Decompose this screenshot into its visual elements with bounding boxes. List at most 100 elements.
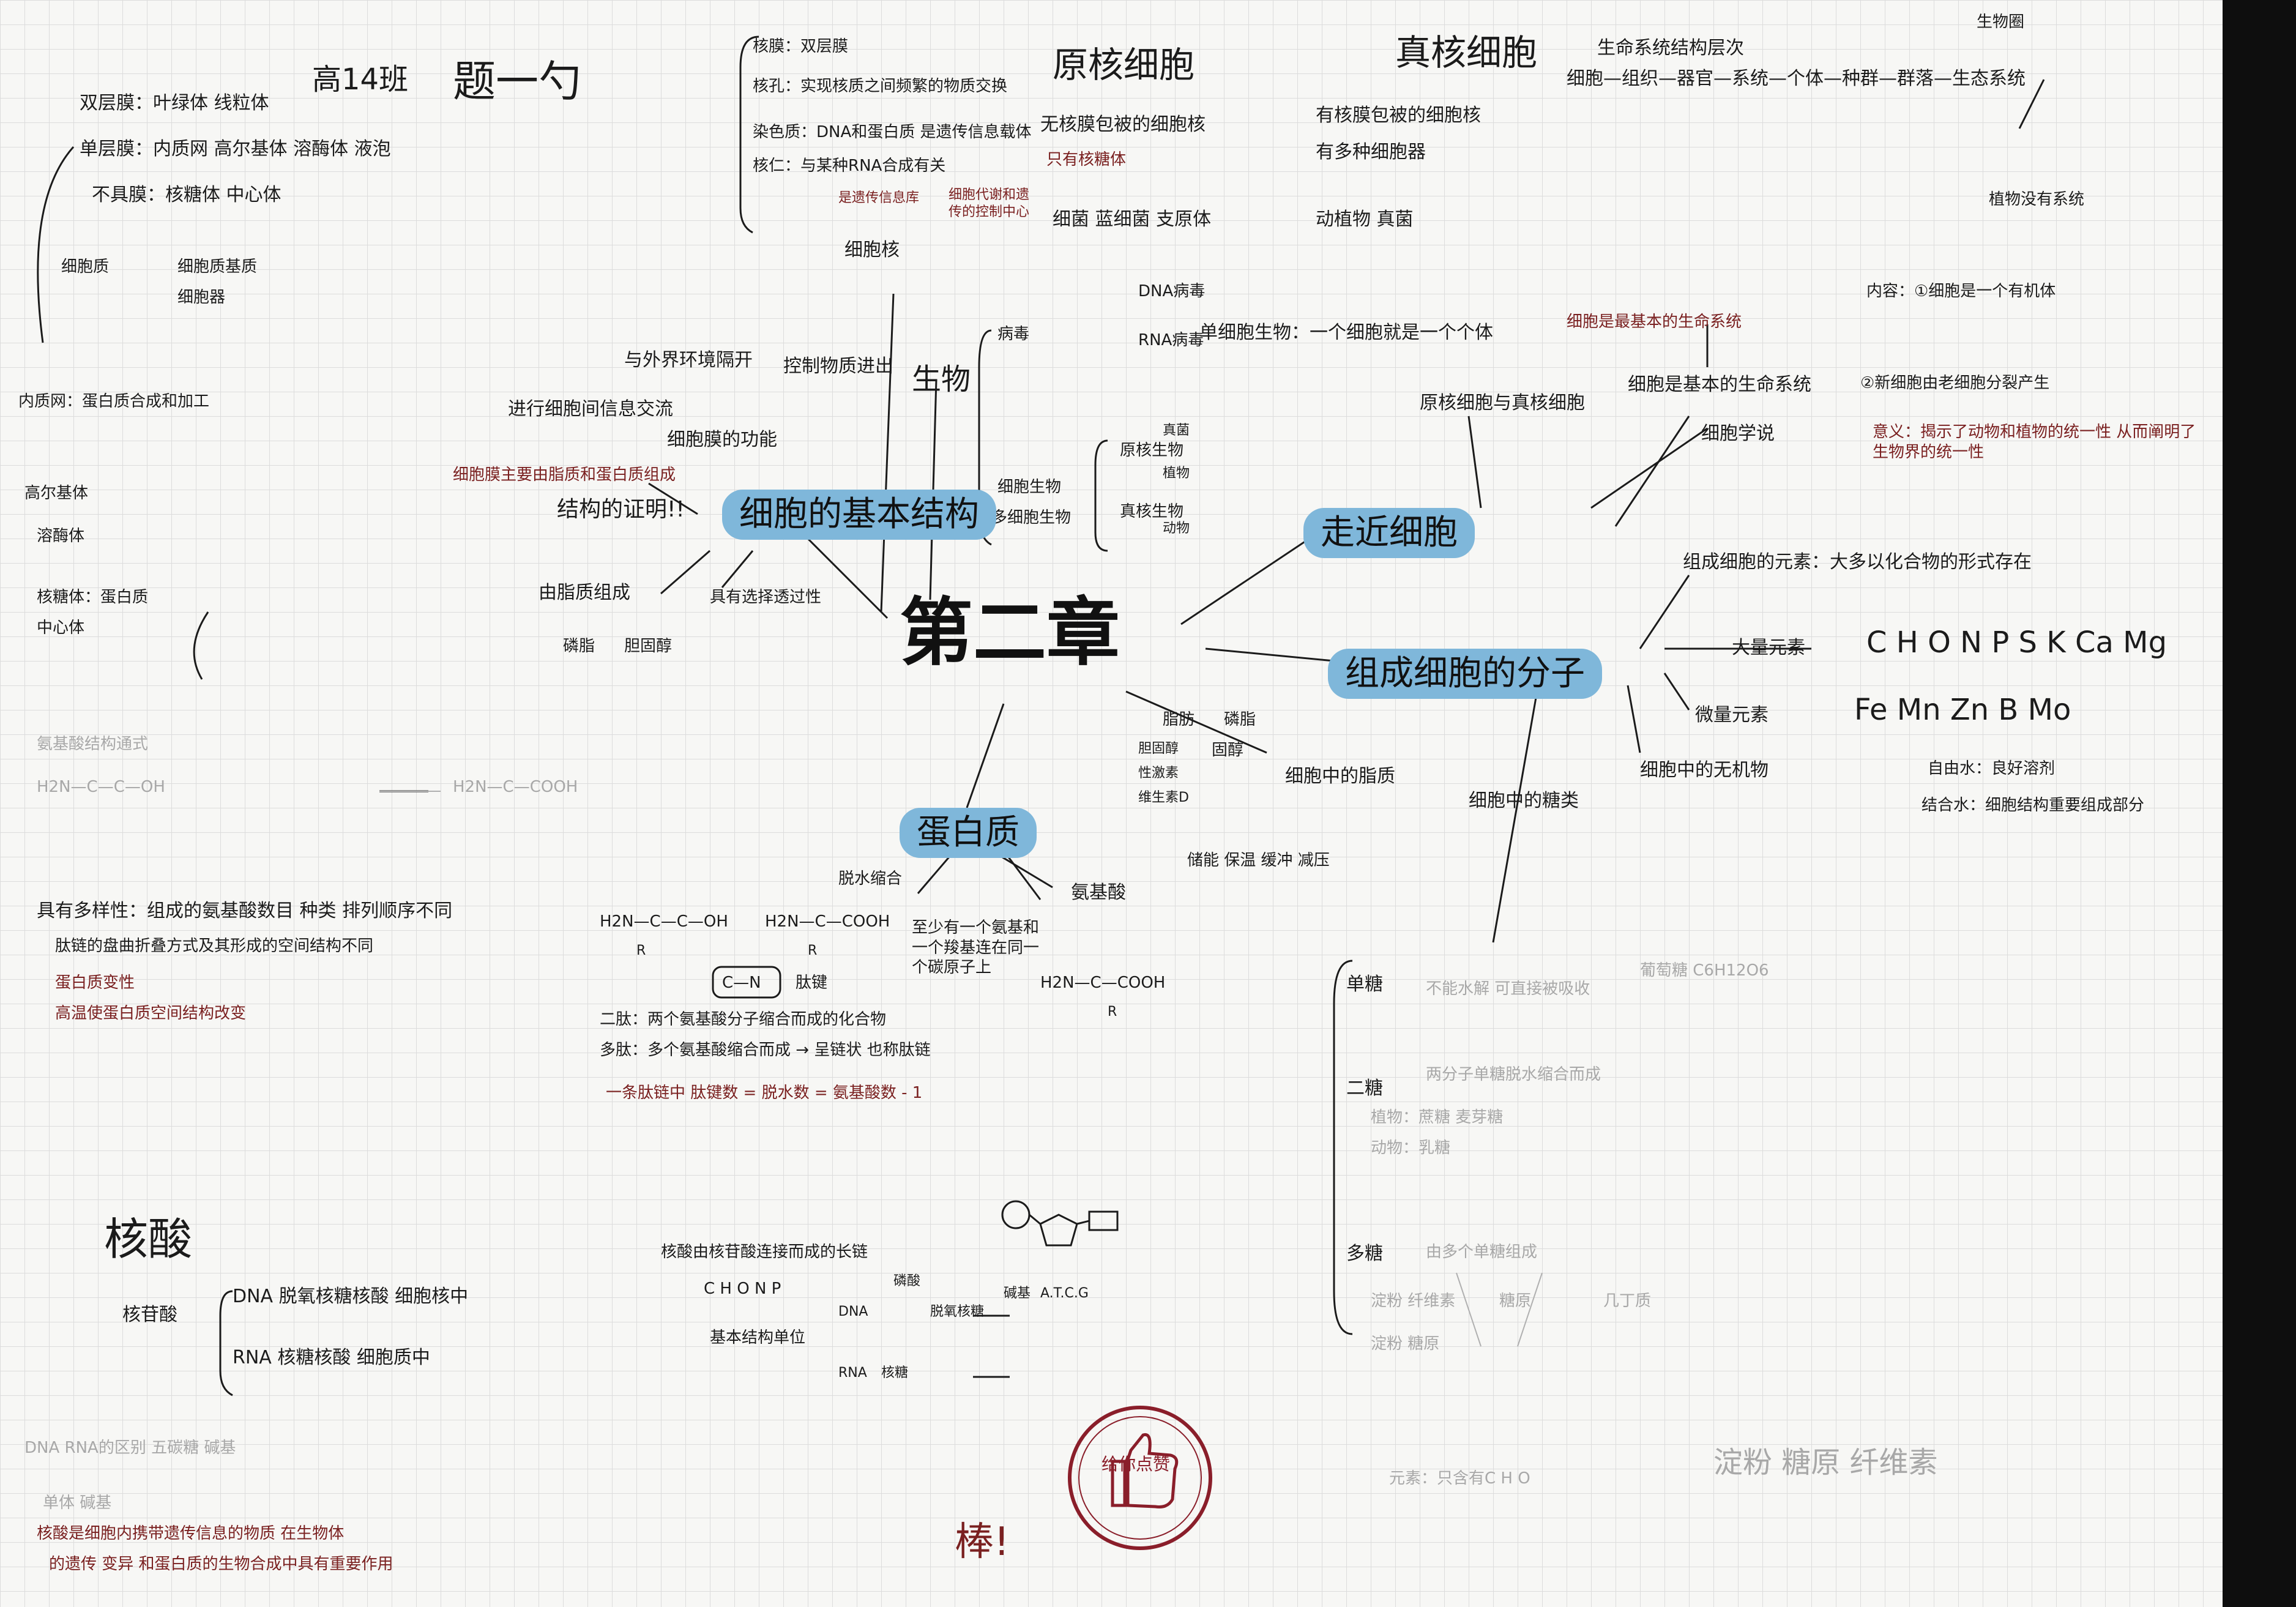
golgi-note: 高尔基体 <box>24 484 89 502</box>
connector-cell-levels <box>1614 416 1690 527</box>
nucleotide-base <box>1088 1210 1119 1231</box>
lipid-sex-hormone: 性激素 <box>1138 766 1179 781</box>
single-cell: 单细胞生物：一个细胞就是一个个体 <box>1199 322 1493 343</box>
eukaryote-life: 真核生物 <box>1120 502 1184 521</box>
cellular-label: 细胞生物 <box>997 478 1062 496</box>
arrow-ribosome <box>193 611 209 680</box>
connector-structure-lipid <box>660 550 710 595</box>
arrow-levels <box>2018 79 2045 129</box>
nucleus-red-center: 是遗传信息库 <box>838 190 920 206</box>
dipeptide: 二肽：两个氨基酸分子缩合而成的化合物 <box>600 1010 887 1029</box>
poly-chitin: 几丁质 <box>1603 1292 1652 1310</box>
rna-virus: RNA病毒 <box>1138 331 1204 349</box>
poly-plant: 淀粉 纤维素 <box>1371 1292 1456 1310</box>
chapter-title: 第二章 <box>900 591 1120 676</box>
base: 碱基 <box>1004 1286 1031 1301</box>
double-membrane: 双层膜：叶绿体 线粒体 <box>80 92 269 114</box>
membrane-function-label: 细胞膜的功能 <box>667 429 777 450</box>
sugar-label: 细胞中的糖类 <box>1469 790 1579 811</box>
nuclear-membrane: 核膜：双层膜 <box>753 37 849 56</box>
nucleus-label: 细胞核 <box>844 239 900 261</box>
structure-branch: 细胞的基本结构 <box>722 490 996 540</box>
prokaryote-examples: 细菌 蓝细菌 支原体 <box>1053 209 1212 230</box>
levels-title: 生命系统结构层次 <box>1597 37 1744 59</box>
nucleic-red-note: 核酸是细胞内携带遗传信息的物质 在生物体 <box>37 1524 345 1543</box>
unity: 细胞是基本的生命系统 <box>1628 374 1811 395</box>
connector-molecules-water <box>1627 685 1641 753</box>
faint-formula-1: H2N—C—C—OH <box>37 778 165 796</box>
nucleolus: 核仁：与某种RNA合成有关 <box>753 157 946 175</box>
nuclear-pore: 核孔：实现核质之间频繁的物质交换 <box>753 77 1008 95</box>
faint-gene: 单体 碱基 <box>43 1494 112 1512</box>
protein-red-1: 蛋白质变性 <box>55 974 135 992</box>
lipid-cholesterol: 胆固醇 <box>1138 741 1179 756</box>
rna-label: RNA <box>838 1365 867 1381</box>
dna-label: DNA <box>838 1304 868 1319</box>
deoxyribose: 脱氧核糖 <box>930 1304 985 1319</box>
faint-formula-2: H2N—C—COOH <box>453 778 578 796</box>
starch-note: 淀粉 糖原 <box>1371 1335 1440 1353</box>
connector-center-protein <box>966 703 1005 808</box>
di-plant: 植物：蔗糖 麦芽糖 <box>1371 1108 1504 1127</box>
lipid-phospholipid: 磷脂 <box>1224 710 1256 729</box>
protein-diversity: 具有多样性：组成的氨基酸数目 种类 排列顺序不同 <box>37 900 453 922</box>
thumbs-up-stamp: 给你点赞 <box>1068 1406 1212 1550</box>
phosphate: 磷酸 <box>893 1273 921 1289</box>
brace-types <box>1094 439 1108 552</box>
organelles: 细胞器 <box>177 288 226 307</box>
di-animal: 动物：乳糖 <box>1371 1139 1451 1157</box>
structure-exclaim: 结构的证明!! <box>557 497 685 522</box>
polypeptide: 多肽：多个氨基酸缩合而成 → 呈链状 也称肽链 <box>600 1041 931 1059</box>
connector-structure-membrane <box>648 482 698 515</box>
faint-poly-footer: 淀粉 糖原 纤维素 <box>1713 1445 1938 1480</box>
brace-sugars <box>1333 960 1353 1335</box>
prokaryote-desc: 无核膜包被的细胞核 <box>1040 114 1206 135</box>
animals-label: 动物 <box>1163 521 1190 536</box>
poly-note: 由多个单糖组成 <box>1426 1243 1538 1261</box>
ribose: 核糖 <box>881 1365 909 1381</box>
praise-mark: 棒! <box>955 1519 1010 1565</box>
aa-feature: 至少有一个氨基和一个羧基连在同一个碳原子上 <box>912 919 1040 977</box>
protein-diversity-2: 肽链的盘曲折叠方式及其形成的空间结构不同 <box>55 937 374 955</box>
faint-dna-rna: DNA RNA的区别 五碳糖 碱基 <box>24 1439 236 1457</box>
connector-molecules-sugars <box>1492 697 1537 943</box>
lipid-sterol: 固醇 <box>1212 741 1244 759</box>
chromatin: 染色质：DNA和蛋白质 是遗传信息载体 <box>753 123 1032 141</box>
molecule-branch: 组成细胞的分子 <box>1328 649 1602 699</box>
notebook-binding <box>2223 0 2296 1607</box>
bound-water: 结合水：细胞结构重要组成部分 <box>1921 796 2145 815</box>
significance: 意义：揭示了动物和植物的统一性 从而阐明了生物界的统一性 <box>1873 423 2196 461</box>
basic-unit: 基本结构单位 <box>710 1329 806 1347</box>
plants-note: 植物没有系统 <box>1989 190 2085 209</box>
er-note: 内质网：蛋白质合成和加工 <box>18 392 210 411</box>
nucleic-unit-note: 核酸由核苷酸连接而成的长链 <box>661 1243 868 1261</box>
levels: 细胞—组织—器官—系统—个体—种群—群落—生态系统 <box>1567 68 2026 89</box>
prokaryote-title: 原核细胞 <box>1053 44 1195 86</box>
no-membrane: 不具膜：核糖体 中心体 <box>92 184 281 206</box>
organism-label: 生物 <box>912 362 971 397</box>
lipid-vitamin-d: 维生素D <box>1138 790 1189 805</box>
content-2: ②新细胞由老细胞分裂产生 <box>1860 374 2050 392</box>
ribosome-note: 核糖体：蛋白质 <box>37 588 149 606</box>
communication-function: 进行细胞间信息交流 <box>508 398 673 420</box>
centriole-note: 中心体 <box>37 619 85 637</box>
eukaryote-title: 真核细胞 <box>1395 32 1538 73</box>
connector-molecules-elements <box>1639 575 1690 649</box>
stamp-text: 给你点赞 <box>1101 1454 1170 1474</box>
major-label: 大量元素 <box>1732 637 1805 658</box>
amino-acid-structure-note: 氨基酸结构通式 <box>37 735 149 753</box>
phospholipid-label: 磷脂 <box>563 637 595 655</box>
mono-formula: 葡萄糖 C6H12O6 <box>1640 961 1769 980</box>
peptide-bond-box <box>712 966 781 999</box>
single-membrane: 单层膜：内质网 高尔基体 溶酶体 液泡 <box>80 138 391 160</box>
nucleotide-links <box>1029 1214 1090 1225</box>
sugar-footer: 元素：只含有C H O <box>1389 1469 1530 1488</box>
cell-theory: 细胞学说 <box>1701 423 1775 444</box>
dna-row: DNA 脱氧核糖核酸 细胞核中 <box>233 1286 469 1307</box>
major-values: C H O N P S K Ca Mg <box>1866 625 2167 660</box>
trace-values: Fe Mn Zn B Mo <box>1854 693 2071 727</box>
rna-row: RNA 核糖核酸 细胞质中 <box>233 1347 430 1368</box>
selectivity-label: 具有选择透过性 <box>710 588 822 606</box>
nucleotide-label: 核苷酸 <box>122 1304 177 1325</box>
